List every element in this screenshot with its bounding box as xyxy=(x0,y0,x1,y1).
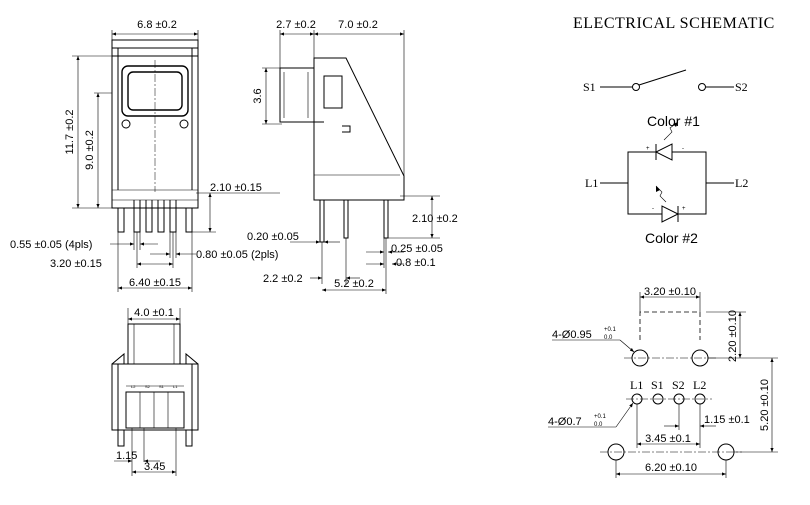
switch-s1-label: S1 xyxy=(583,80,596,94)
side-offset-label: 2.2 ±0.2 xyxy=(263,273,303,285)
led2-diode-icon: - + xyxy=(652,185,686,223)
bottom-tiny-s1: S1 xyxy=(159,384,165,389)
bottom-tiny-l1: L1 xyxy=(173,384,178,389)
pcb-pin-s2: S2 xyxy=(672,378,685,392)
bottom-tiny-l2: L2 xyxy=(131,384,136,389)
side-button-height-label: 3.6 xyxy=(252,88,264,103)
side-lead-thick-label: 0.20 ±0.05 xyxy=(247,231,299,243)
electrical-schematic: ELECTRICAL SCHEMATIC S1 S2 Color #1 Colo… xyxy=(573,15,775,246)
pcb-row-offset-label: 2.20 ±0.10 xyxy=(727,310,739,362)
bottom-span-label: 3.45 xyxy=(144,461,165,473)
front-view: 6.8 ±0.2 11.7 ±0.2 9.0 ±0.2 xyxy=(10,19,280,292)
bottom-button-width-label: 4.0 ±0.1 xyxy=(134,307,174,319)
bottom-tiny-s2: S2 xyxy=(145,384,151,389)
pcb-big-hole-label: 4-Ø0.95 xyxy=(552,329,592,341)
pcb-small-hole-tol-minus: 0.0 xyxy=(594,422,603,428)
front-height-body-label: 9.0 ±0.2 xyxy=(84,130,96,170)
svg-text:-: - xyxy=(652,206,654,212)
pcb-pin-s1: S1 xyxy=(651,378,664,392)
front-height-total-label: 11.7 ±0.2 xyxy=(64,110,76,155)
switch-s2-label: S2 xyxy=(735,80,748,94)
pcb-hole-span-label: 3.20 ±0.10 xyxy=(644,286,696,298)
side-view: 2.7 ±0.2 7.0 ±0.2 3.6 0.20 ±0.05 2.10 ±0… xyxy=(247,19,458,294)
led-l1-label: L1 xyxy=(585,176,598,190)
front-base-width-label: 6.40 ±0.15 xyxy=(129,277,181,289)
led-l2-label: L2 xyxy=(735,176,748,190)
pcb-total-depth-label: 5.20 ±0.10 xyxy=(759,379,771,431)
led1-diode-icon: + - xyxy=(646,121,684,161)
pcb-big-hole-tol-minus: 0.0 xyxy=(604,335,613,341)
front-pin-span-label: 3.20 ±0.15 xyxy=(50,258,102,270)
pcb-pin-l2: L2 xyxy=(693,378,706,392)
pcb-pin-span-label: 3.45 ±0.1 xyxy=(645,433,691,445)
front-lead-len-label: 2.10 ±0.15 xyxy=(210,182,262,194)
front-pin-thick-label: 0.80 ±0.05 (2pls) xyxy=(196,249,278,261)
side-lead-span-label: 5.2 ±0.2 xyxy=(334,278,374,290)
pcb-big-hole-tol-plus: +0.1 xyxy=(604,327,617,333)
side-button-len-label: 2.7 ±0.2 xyxy=(276,19,316,31)
side-tab-width-label: 0.8 ±0.1 xyxy=(396,257,436,269)
bottom-pitch-label: 1.15 xyxy=(116,450,137,462)
pcb-layout: 3.20 ±0.10 L1 S1 S2 L2 4-Ø0.95 +0.1 0.0 … xyxy=(548,286,778,478)
pcb-anchor-span-label: 6.20 ±0.10 xyxy=(645,462,697,474)
svg-text:+: + xyxy=(682,206,686,212)
svg-text:+: + xyxy=(646,146,650,152)
color2-label: Color #2 xyxy=(645,230,698,246)
schematic-title: ELECTRICAL SCHEMATIC xyxy=(573,15,775,32)
pcb-pin-pitch-label: 1.15 ±0.1 xyxy=(704,414,750,426)
pcb-small-hole-label: 4-Ø0.7 xyxy=(548,416,582,428)
bottom-view: 4.0 ±0.1 L2 S2 S1 L1 1.15 3.45 xyxy=(111,307,199,476)
front-pin-width-label: 0.55 ±0.05 (4pls) xyxy=(10,239,92,251)
side-body-len-label: 7.0 ±0.2 xyxy=(338,19,378,31)
pcb-small-hole-tol-plus: +0.1 xyxy=(594,414,607,420)
front-width-label: 6.8 ±0.2 xyxy=(137,19,177,31)
color1-label: Color #1 xyxy=(647,113,700,129)
svg-text:-: - xyxy=(682,146,684,152)
side-tab-thick-label: 0.25 ±0.05 xyxy=(391,243,443,255)
pcb-pin-l1: L1 xyxy=(630,378,643,392)
side-lead-len-label: 2.10 ±0.2 xyxy=(412,213,458,225)
